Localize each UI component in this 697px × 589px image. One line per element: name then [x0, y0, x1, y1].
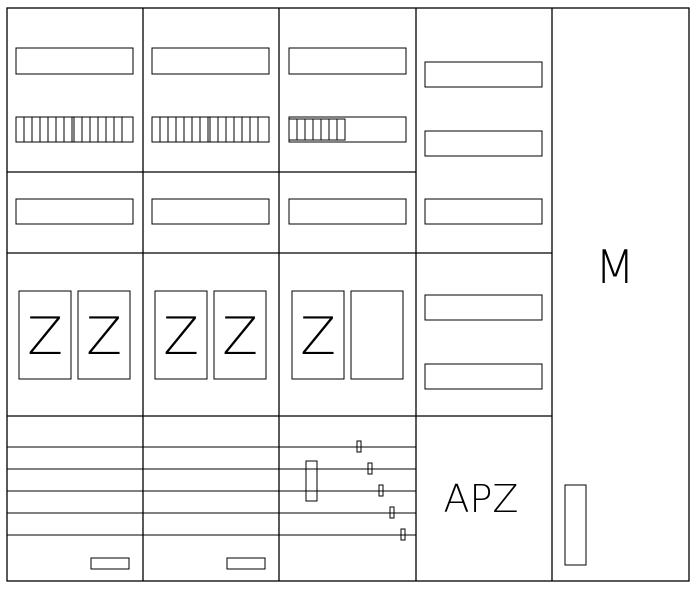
meter-label-2b: Z: [222, 307, 258, 367]
meter-boxes: [18, 290, 404, 380]
apz-label: APZ: [444, 477, 519, 521]
board-frame: [6, 7, 690, 582]
empty-meter-slot: [350, 290, 404, 380]
top-label-strips: [15, 47, 407, 75]
breaker-rail-2: [151, 116, 270, 143]
multimedia-socket: [564, 484, 587, 566]
meter-label-3a: Z: [300, 307, 336, 367]
column-dividers: [142, 8, 553, 581]
meter-label-1b: Z: [86, 307, 122, 367]
breaker-rail-3: [288, 116, 407, 143]
row-dividers-left: [7, 171, 552, 417]
bottom-terminals: [90, 557, 266, 570]
middle-label-strips: [15, 198, 407, 225]
busbar-lines: [7, 446, 416, 536]
column4-strips: [424, 61, 543, 390]
meter-label-2a: Z: [163, 307, 199, 367]
breaker-rail-1: [15, 116, 134, 143]
meter-label-1a: Z: [27, 307, 63, 367]
multimedia-label: M: [595, 240, 635, 294]
busbar-clamps: [305, 440, 406, 541]
